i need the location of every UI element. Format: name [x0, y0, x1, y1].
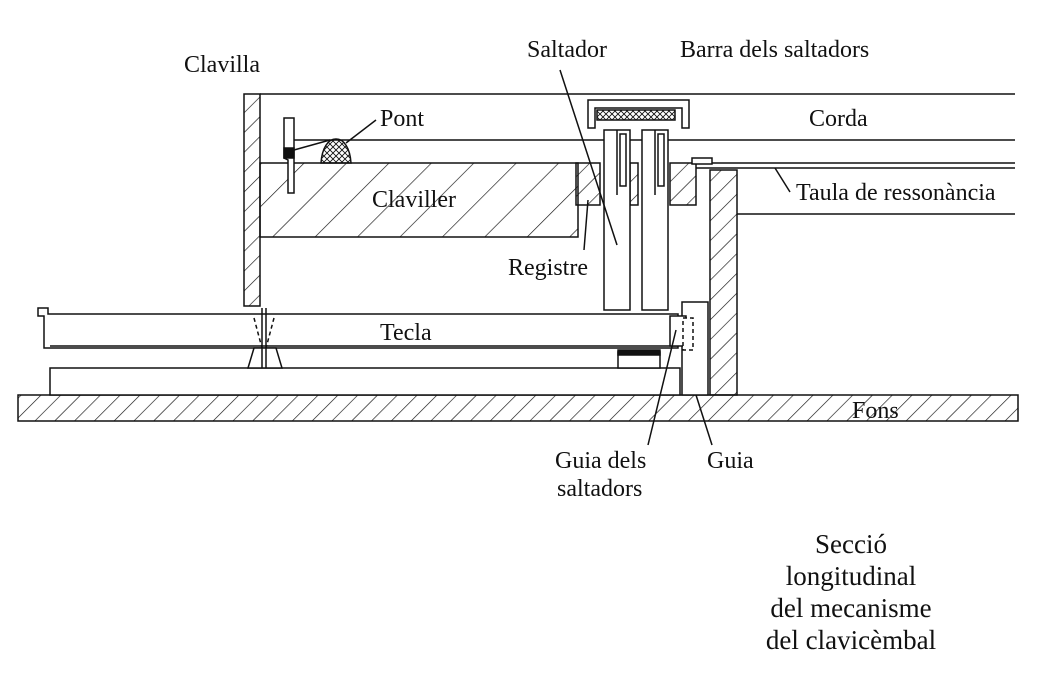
- caption-line-1: Secció: [815, 529, 887, 559]
- leader-guia: [695, 394, 713, 446]
- inner-wall: [709, 169, 738, 396]
- jack-rail: [587, 99, 690, 129]
- caption-line-3: del mecanisme: [770, 593, 931, 623]
- key-guide-dashed: [682, 317, 694, 351]
- balance-hole: [253, 317, 275, 349]
- label-guia-saltadors-2: saltadors: [557, 476, 642, 502]
- label-taula: Taula de ressonància: [796, 180, 996, 206]
- jack-rail-felt: [596, 109, 676, 121]
- label-registre: Registre: [508, 255, 588, 281]
- claviller-block: [259, 162, 579, 238]
- case-left-wall: [243, 93, 261, 307]
- label-guia-saltadors-1: Guia dels: [555, 448, 646, 474]
- label-fons: Fons: [852, 398, 899, 424]
- saltador-2-tongue: [657, 133, 665, 187]
- saltador-1-tongue: [619, 133, 627, 187]
- label-saltador: Saltador: [527, 37, 607, 63]
- label-corda: Corda: [809, 106, 868, 132]
- registre-strip: [629, 162, 639, 206]
- key-cloth-black: [617, 349, 661, 356]
- caption-line-2: longitudinal: [786, 561, 917, 591]
- fons-base: [17, 394, 1019, 422]
- key-bed: [49, 367, 681, 396]
- registre-right: [669, 162, 697, 206]
- caption-line-4: del clavicèmbal: [766, 625, 936, 655]
- pont-shape: [320, 138, 352, 164]
- leader-saltador: [559, 69, 618, 246]
- leader-guia-saltadors: [647, 329, 677, 446]
- leader-registre: [583, 199, 589, 251]
- label-pont: Pont: [380, 106, 424, 132]
- label-tecla: Tecla: [380, 320, 432, 346]
- clavilla-band: [283, 147, 295, 159]
- key-fulcrum: [246, 347, 284, 369]
- leader-taula: [774, 167, 791, 193]
- registre-left: [575, 162, 601, 206]
- tecla-key: [37, 307, 679, 349]
- leader-pont: [345, 119, 377, 144]
- label-barra: Barra dels saltadors: [680, 37, 869, 63]
- label-guia: Guia: [707, 448, 754, 474]
- soundboard-bridge: [691, 157, 713, 165]
- label-claviller: Claviller: [372, 187, 456, 213]
- label-clavilla: Clavilla: [184, 52, 260, 78]
- clavilla-string: [293, 139, 331, 151]
